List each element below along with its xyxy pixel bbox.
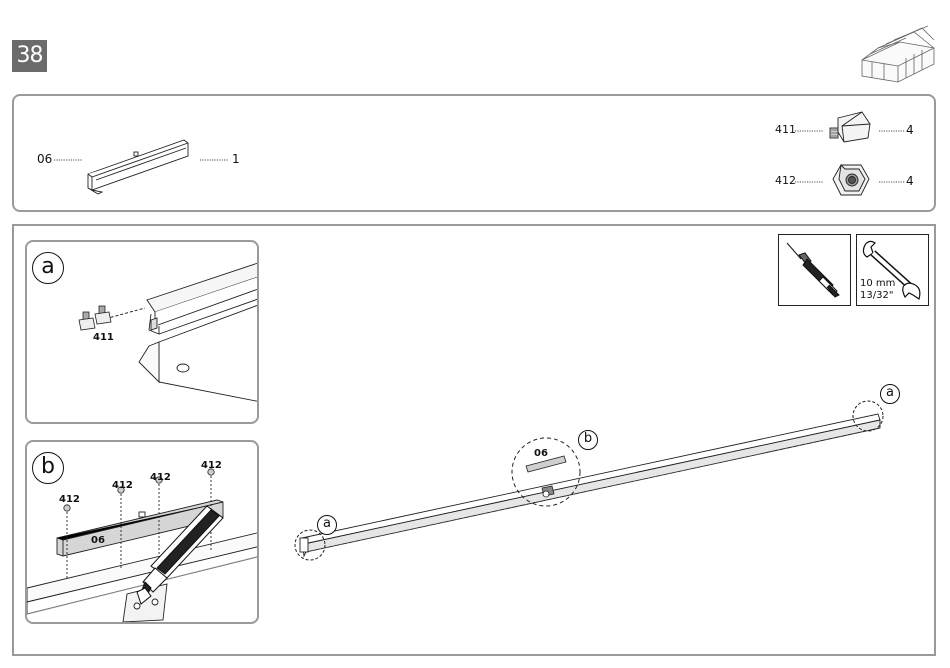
overview-part-label: 06 (534, 448, 548, 459)
overview-callout-a-left: a (317, 515, 337, 535)
overview-callout-a-right: a (880, 384, 900, 404)
overview-callout-b: b (578, 430, 598, 450)
